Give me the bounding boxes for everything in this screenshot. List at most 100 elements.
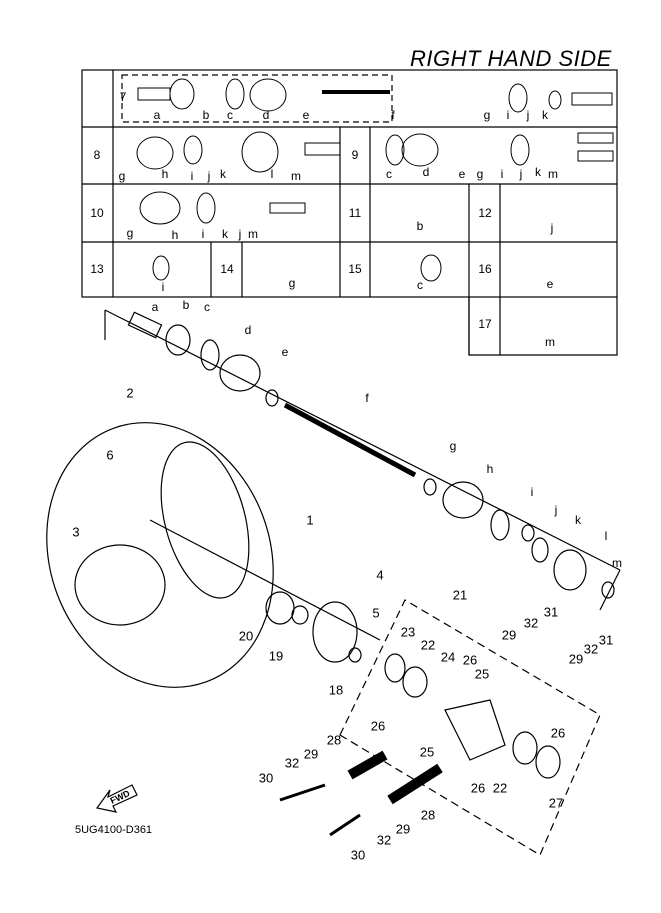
callout: g <box>449 439 457 453</box>
part-letter: h <box>171 228 179 242</box>
part-letter: g <box>476 167 484 181</box>
callout: 5 <box>372 605 380 621</box>
part-letter: e <box>546 277 554 291</box>
callout: 26 <box>470 780 486 796</box>
callout: 22 <box>492 780 508 796</box>
part-letter: f <box>391 108 395 122</box>
table-row-num: 8 <box>93 148 101 162</box>
part-letter: i <box>190 169 194 183</box>
callout: 29 <box>395 821 411 837</box>
callout: b <box>182 298 190 312</box>
part-letter: l <box>270 167 274 181</box>
part-letter: g <box>288 276 296 290</box>
callout: 32 <box>523 615 539 631</box>
part-letter: d <box>422 165 430 179</box>
part-letter: k <box>542 108 548 122</box>
table-row-num: 13 <box>90 262 104 276</box>
table-part-sketches <box>136 78 614 282</box>
part-letter: k <box>220 167 226 181</box>
callout: 6 <box>106 447 114 463</box>
part-letter: c <box>386 167 392 181</box>
callout: 31 <box>598 632 614 648</box>
callout: j <box>554 503 558 517</box>
part-letter: i <box>506 108 510 122</box>
part-letter: m <box>548 167 558 181</box>
callout: 30 <box>350 847 366 863</box>
parts-table-grid <box>81 69 618 356</box>
table-row-num: 14 <box>220 262 234 276</box>
part-letter: e <box>302 108 310 122</box>
callout: 24 <box>440 649 456 665</box>
callout: 29 <box>303 746 319 762</box>
callout: 29 <box>568 651 584 667</box>
callout: 1 <box>306 512 314 528</box>
part-letter: j <box>526 108 530 122</box>
callout: a <box>151 300 159 314</box>
callout: 25 <box>474 666 490 682</box>
part-letter: d <box>262 108 270 122</box>
part-letter: b <box>202 108 210 122</box>
callout: 31 <box>543 604 559 620</box>
table-row-num: 16 <box>478 262 492 276</box>
part-letter: b <box>416 219 424 233</box>
table-row-num: 12 <box>478 206 492 220</box>
part-letter: m <box>248 227 258 241</box>
callout: 26 <box>550 725 566 741</box>
part-letter: j <box>207 169 211 183</box>
callout: k <box>575 513 581 527</box>
callout: 20 <box>238 628 254 644</box>
table-row-num: 9 <box>351 148 359 162</box>
part-letter: h <box>161 167 169 181</box>
callout: 32 <box>583 641 599 657</box>
callout: 26 <box>462 652 478 668</box>
table-row-num: 11 <box>348 206 362 220</box>
callout: 3 <box>72 524 80 540</box>
callout: 30 <box>258 770 274 786</box>
callout: 18 <box>328 682 344 698</box>
part-letter: e <box>458 167 466 181</box>
callout: 28 <box>326 732 342 748</box>
callout: 26 <box>370 718 386 734</box>
part-letter: k <box>222 227 228 241</box>
callout: i <box>530 485 534 499</box>
part-letter: j <box>519 167 523 181</box>
table-row-num: 15 <box>348 262 362 276</box>
fwd-arrow-icon <box>95 784 138 813</box>
callout: d <box>244 323 252 337</box>
drawing-code: 5UG4100-D361 <box>75 824 153 836</box>
callout: m <box>612 556 622 570</box>
table-row-num: 10 <box>90 206 104 220</box>
callout: 2 <box>126 385 134 401</box>
part-letter: m <box>291 169 301 183</box>
part-letter: i <box>500 167 504 181</box>
part-letter: g <box>483 108 491 122</box>
callout: c <box>204 300 210 314</box>
part-letter: i <box>201 227 205 241</box>
callout: 4 <box>376 567 384 583</box>
callout: l <box>604 529 608 543</box>
callout: f <box>365 391 369 405</box>
callout: 19 <box>268 648 284 664</box>
table-row-num: 17 <box>478 317 492 331</box>
callout: 32 <box>284 755 300 771</box>
page-title: RIGHT HAND SIDE <box>410 46 612 71</box>
part-letter: m <box>545 335 555 349</box>
part-letter: j <box>550 221 554 235</box>
part-letter: c <box>417 278 423 292</box>
callout: 21 <box>452 587 468 603</box>
part-letter: j <box>238 227 242 241</box>
callout: 32 <box>376 832 392 848</box>
callout: 22 <box>420 637 436 653</box>
part-letter: k <box>535 165 541 179</box>
exploded-drawing <box>46 309 621 856</box>
part-letter: i <box>161 280 165 294</box>
callout: e <box>281 345 289 359</box>
callout: 29 <box>501 627 517 643</box>
part-letter: a <box>153 108 161 122</box>
callout: 23 <box>400 624 416 640</box>
callout: 25 <box>419 744 435 760</box>
part-letter: g <box>118 169 126 183</box>
callout: 28 <box>420 807 436 823</box>
